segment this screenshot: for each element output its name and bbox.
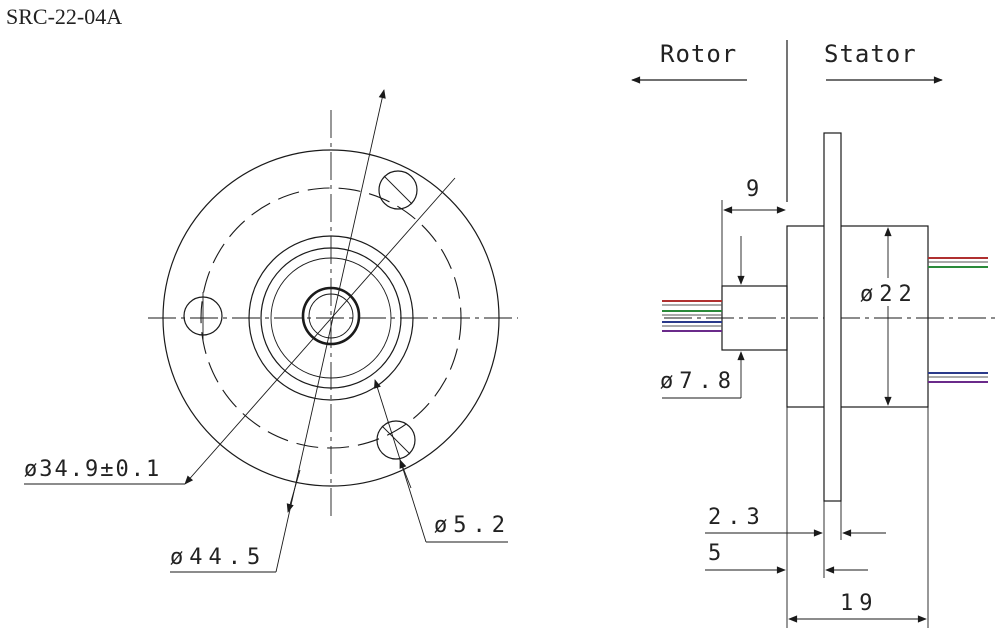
side-view: Rotor Stator xyxy=(631,40,995,628)
flange-outer-circle xyxy=(162,149,500,487)
drawing-title: SRC-22-04A xyxy=(6,4,122,29)
mount-hole-left xyxy=(183,292,223,340)
rotor-wires xyxy=(662,300,722,332)
label-stator-diameter: ø22 xyxy=(860,282,918,307)
mount-hole-top xyxy=(378,170,418,210)
label-bolt-circle: ø34.9±0.1 xyxy=(24,457,161,482)
rotor-direction-label: Rotor xyxy=(660,40,737,68)
leader-mount-hole-arrow2 xyxy=(399,459,412,489)
mount-hole-bottom xyxy=(376,420,416,460)
stator-inner-circle-2 xyxy=(270,257,392,379)
rotor-shaft-inner xyxy=(308,293,354,339)
leader-bolt-circle xyxy=(184,177,456,485)
flange xyxy=(823,132,842,502)
stator-wires-upper xyxy=(928,257,988,268)
stator-body xyxy=(786,225,929,408)
label-flange-thickness: 2.3 xyxy=(708,505,766,530)
stator-direction-label: Stator xyxy=(824,40,917,68)
rotor-shaft xyxy=(721,285,788,351)
label-mount-hole: ø5.2 xyxy=(434,513,511,538)
label-stator-length: 19 xyxy=(840,591,879,616)
bolt-circle xyxy=(200,187,462,449)
label-rotor-length: 9 xyxy=(746,177,765,202)
leader-outer-diameter xyxy=(275,89,386,573)
stator-inner-circle-1 xyxy=(260,247,402,389)
label-outer-diameter: ø44.5 xyxy=(170,545,266,570)
leader-outer-diameter-arrow2 xyxy=(286,469,301,513)
stator-wires-lower xyxy=(928,372,988,383)
label-flange-offset: 5 xyxy=(708,541,727,566)
stator-body-circle xyxy=(248,235,414,401)
label-rotor-diameter: ø7.8 xyxy=(660,369,737,394)
rotor-shaft-outer xyxy=(301,286,361,346)
front-view: ø34.9±0.1 ø44.5 ø5.2 xyxy=(24,89,518,573)
